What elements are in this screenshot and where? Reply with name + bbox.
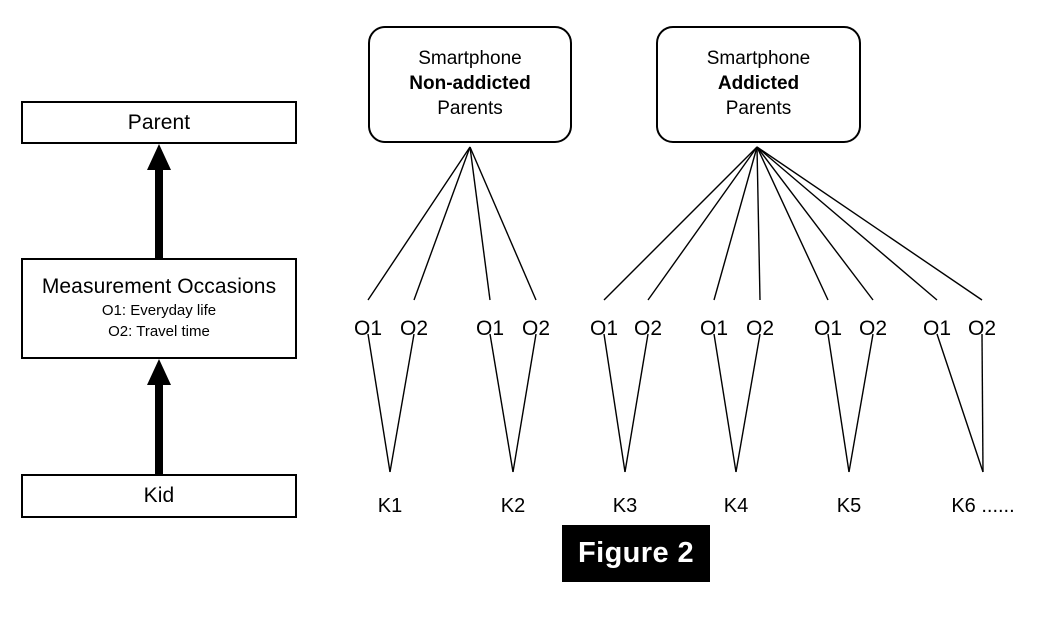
v-line-right-K3 [624, 333, 649, 473]
fan-line-addicted-7 [756, 146, 983, 301]
kid-label: K6 ...... [951, 495, 1015, 517]
v-line-left-K4 [713, 333, 737, 473]
kid-label: K2 [500, 495, 526, 517]
occasion-label: O2 [633, 317, 662, 340]
v-line-left-K2 [489, 333, 514, 473]
figure-caption-text: Figure 2 [578, 537, 694, 569]
v-line-right-K6 ...... [981, 333, 984, 473]
occasion-label: O2 [858, 317, 887, 340]
group-line-3: Parents [437, 97, 503, 119]
group-box-addicted: Smartphone Addicted Parents [656, 26, 861, 143]
occasion-label: O2 [399, 317, 428, 340]
occasion-label: O1 [589, 317, 618, 340]
fan-line-addicted-4 [756, 146, 829, 301]
occasion-label: O1 [699, 317, 728, 340]
kid-label: K3 [612, 495, 638, 517]
group-line-2: Addicted [717, 73, 800, 95]
fan-line-addicted-2 [713, 146, 758, 301]
v-line-right-K1 [389, 333, 415, 473]
fan-line-addicted-5 [756, 146, 874, 301]
group-box-non-addicted: Smartphone Non-addicted Parents [368, 26, 572, 143]
v-line-left-K5 [827, 333, 850, 473]
fan-line-non-addicted-2 [469, 146, 491, 301]
group-line-2: Non-addicted [409, 73, 531, 95]
group-line-3: Parents [725, 97, 792, 119]
level-title-measurement-occasions: Measurement Occasions [41, 274, 277, 298]
occasion-label: O1 [353, 317, 382, 340]
level-sub-occasion-1: O1: Everyday life [101, 302, 217, 320]
occasion-label: O1 [475, 317, 504, 340]
fan-line-addicted-0 [603, 146, 758, 301]
up-arrow-icon-kid-to-measure [147, 359, 171, 475]
v-line-right-K4 [735, 333, 761, 473]
level-title-kid: Kid [143, 484, 175, 508]
occasion-label: O1 [922, 317, 951, 340]
fan-line-addicted-6 [756, 146, 938, 301]
level-box-measurement-occasions: Measurement Occasions O1: Everyday life … [21, 258, 297, 359]
occasion-label: O2 [745, 317, 774, 340]
kid-label: K5 [836, 495, 862, 517]
level-box-kid: Kid [21, 474, 297, 518]
v-line-right-K5 [848, 333, 874, 473]
kid-label: K1 [377, 495, 403, 517]
occasion-label: O2 [521, 317, 550, 340]
group-line-1: Smartphone [706, 48, 811, 70]
fan-line-non-addicted-1 [413, 146, 471, 301]
level-title-parent: Parent [127, 110, 191, 134]
v-line-left-K3 [603, 333, 626, 473]
fan-line-non-addicted-0 [367, 146, 471, 301]
v-line-right-K2 [512, 333, 537, 473]
v-line-left-K6 ...... [936, 333, 984, 473]
kid-label: K4 [723, 495, 749, 517]
fan-line-addicted-1 [647, 146, 758, 301]
level-box-parent: Parent [21, 101, 297, 144]
occasion-label: O2 [967, 317, 996, 340]
level-sub-occasion-2: O2: Travel time [108, 322, 210, 340]
fan-line-addicted-3 [756, 146, 761, 301]
group-line-1: Smartphone [418, 48, 522, 70]
up-arrow-icon-measure-to-parent [147, 144, 171, 259]
occasion-label: O1 [813, 317, 842, 340]
fan-line-non-addicted-3 [469, 146, 537, 301]
v-line-left-K1 [367, 333, 391, 473]
figure-caption-badge: Figure 2 [562, 525, 710, 582]
